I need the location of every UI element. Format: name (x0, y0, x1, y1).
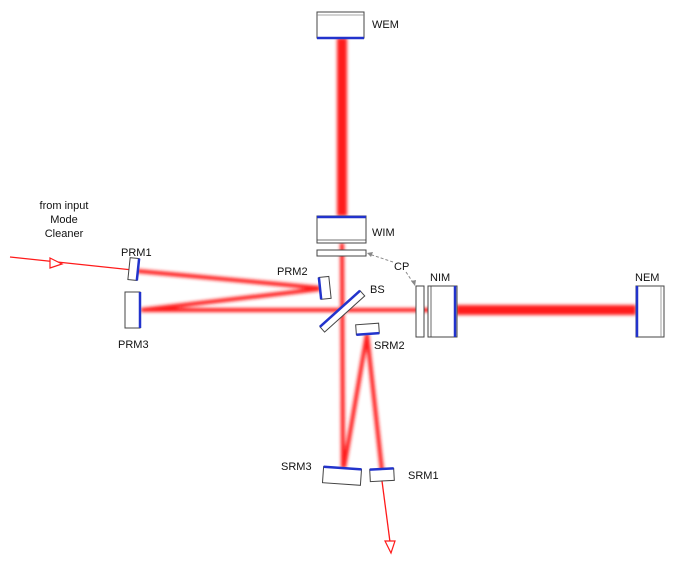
beam-prm1-prm2 (136, 269, 321, 290)
mirror-srm2 (355, 322, 380, 337)
cp-label: CP (394, 261, 409, 273)
srm1-label: SRM1 (408, 470, 439, 482)
beam-srm3-srm2 (342, 333, 369, 469)
mirror-prm3 (124, 291, 142, 329)
output-beam (381, 480, 391, 543)
arrowhead-icon (411, 280, 416, 286)
mirror-nim (427, 285, 458, 338)
mirror-wim (316, 215, 367, 244)
nim-label: NIM (430, 272, 450, 284)
laser-beams (136, 38, 636, 472)
mirror-srm3 (321, 465, 363, 486)
input-beam (9, 256, 134, 271)
bs-label: BS (370, 284, 385, 296)
beam-west-vertical (340, 242, 345, 469)
mirror-prm1 (127, 257, 141, 282)
mirror-wem (316, 11, 365, 40)
arrowhead-icon (367, 252, 373, 257)
source-label-line3: Cleaner (45, 228, 84, 240)
source-label-line2: Mode (50, 214, 78, 226)
compensation-plate-north (415, 285, 425, 338)
beam-splitter (319, 289, 366, 333)
nem-label: NEM (635, 272, 659, 284)
beam-srm2-srm1 (365, 333, 384, 472)
compensation-plate-west (316, 249, 367, 257)
source-label-line1: from input (40, 200, 89, 212)
wim-label: WIM (372, 227, 395, 239)
wem-label: WEM (372, 19, 399, 31)
input-arrow-icon (49, 257, 64, 269)
prm2-label: PRM2 (277, 266, 308, 278)
beam-prm2-prm3 (140, 287, 321, 312)
mirror-prm2 (317, 275, 332, 300)
mirror-srm1 (369, 467, 395, 483)
srm3-label: SRM3 (281, 461, 312, 473)
output-arrow-icon (384, 540, 396, 555)
mirror-nem (635, 285, 665, 338)
prm3-label: PRM3 (118, 339, 149, 351)
srm2-label: SRM2 (374, 340, 405, 352)
prm1-label: PRM1 (121, 247, 152, 259)
